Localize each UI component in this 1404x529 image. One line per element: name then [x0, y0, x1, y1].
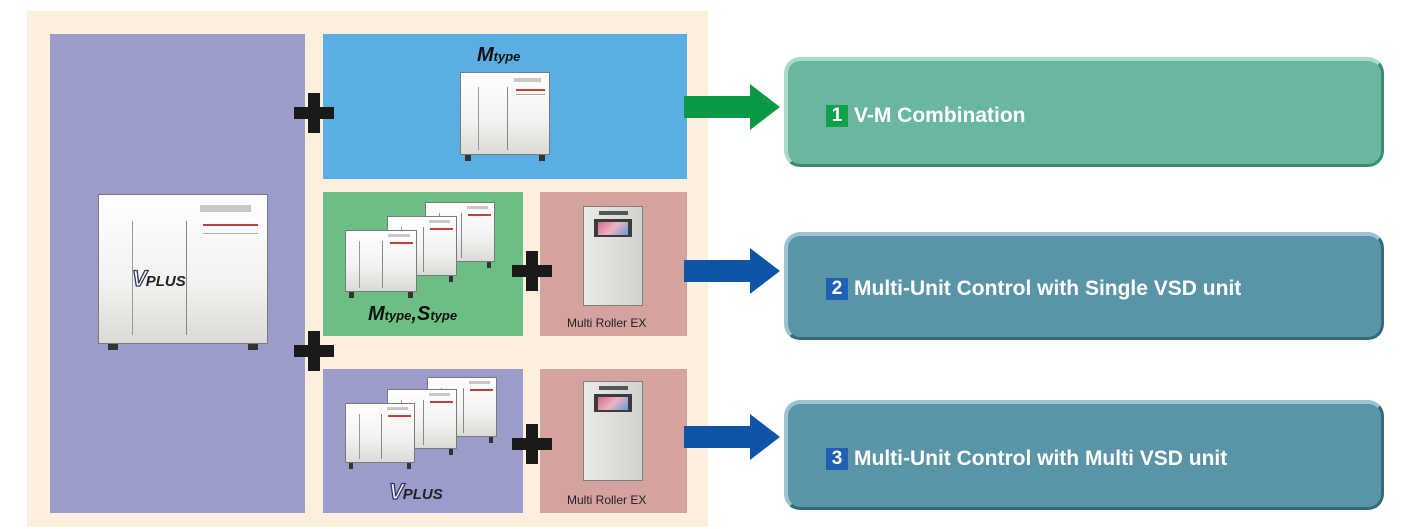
- multi-roller-box-2: Multi Roller EX: [540, 369, 687, 513]
- controller-cabinet-image-1: [583, 206, 643, 306]
- controller-cabinet-image-2: [583, 381, 643, 481]
- ms-type-box: Mtype,Stype: [323, 192, 523, 336]
- result-box-1: 1 V-M Combination: [784, 57, 1384, 167]
- vplus-compressor-image-1: [345, 403, 415, 469]
- result-number-1: 1: [826, 105, 848, 127]
- ms-compressor-image-1: [345, 230, 417, 298]
- vplus-main-box: VPLUS: [50, 34, 305, 513]
- mtype-label: Mtype: [477, 44, 521, 66]
- result-label-1: V-M Combination: [854, 104, 1026, 127]
- result-number-3: 3: [826, 448, 848, 470]
- multi-roller-caption-2: Multi Roller EX: [567, 493, 647, 507]
- arrow-right-icon-blue-2: [684, 414, 780, 460]
- arrow-right-icon-green: [684, 84, 780, 130]
- result-box-3: 3 Multi-Unit Control with Multi VSD unit: [784, 400, 1384, 510]
- result-label-3: Multi-Unit Control with Multi VSD unit: [854, 447, 1228, 470]
- result-box-2: 2 Multi-Unit Control with Single VSD uni…: [784, 232, 1384, 340]
- plus-icon: [512, 424, 552, 464]
- mtype-box: Mtype: [323, 34, 687, 179]
- vplus-compressor-image: [98, 194, 268, 350]
- vplus-group-box: VPLUS: [323, 369, 523, 513]
- vplus-main-label: VPLUS: [131, 265, 186, 291]
- multi-roller-box-1: Multi Roller EX: [540, 192, 687, 336]
- mtype-compressor-image: [460, 72, 550, 161]
- plus-icon: [294, 331, 334, 371]
- ms-type-label: Mtype,Stype: [368, 303, 458, 325]
- result-number-2: 2: [826, 278, 848, 300]
- plus-icon: [512, 251, 552, 291]
- vplus-group-label: VPLUS: [388, 478, 443, 504]
- multi-roller-caption-1: Multi Roller EX: [567, 316, 647, 330]
- plus-icon: [294, 93, 334, 133]
- result-label-2: Multi-Unit Control with Single VSD unit: [854, 277, 1242, 300]
- arrow-right-icon-blue-1: [684, 248, 780, 294]
